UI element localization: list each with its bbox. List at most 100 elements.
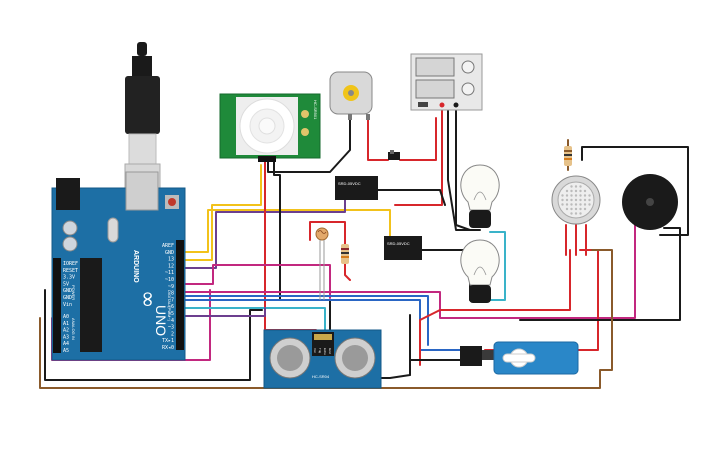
arduino-section-digital: DIGITAL (PWM~) — [167, 290, 172, 322]
wire-red-ldr[interactable] — [309, 221, 351, 281]
wire-black-main-gnd[interactable] — [273, 159, 331, 331]
arduino-brand: ARDUINO — [132, 250, 139, 283]
pin-label: A4 — [63, 341, 69, 347]
gas-mesh-dot — [574, 194, 578, 197]
wire-black-gas[interactable] — [581, 146, 689, 236]
pir-pot-1[interactable] — [301, 110, 309, 118]
pin-label: 13 — [168, 257, 174, 263]
slide-switch[interactable] — [388, 150, 400, 160]
arduino-board[interactable]: ∞ ARDUINO UNO DIGITAL (PWM~) POWER ANALO… — [51, 171, 186, 361]
supply-knob-2[interactable] — [461, 82, 475, 96]
pin-label: ~5 — [168, 311, 174, 317]
pir-sensor[interactable]: HC-SR501 — [219, 93, 321, 162]
servo-motor[interactable] — [460, 341, 579, 375]
relay-2[interactable]: SRD-05VDC — [384, 236, 422, 260]
power-supply[interactable] — [410, 53, 483, 111]
gas-mesh-dot — [588, 194, 591, 197]
pin-label: Vin — [63, 302, 72, 308]
resistor-gas[interactable] — [564, 146, 572, 166]
wire-red-supply[interactable] — [394, 107, 443, 206]
gas-mesh-dot — [570, 194, 573, 197]
ultrasonic-label: HC-SR04 — [312, 374, 330, 379]
gas-mesh-dot — [579, 212, 582, 215]
wire-black-right[interactable] — [455, 107, 471, 231]
gas-mesh-dot — [570, 207, 573, 211]
pin-label: 3.3V — [63, 275, 75, 281]
pin-label: ~11 — [165, 270, 174, 276]
pin-label: ~6 — [168, 304, 174, 310]
photoresistor[interactable] — [315, 227, 329, 300]
wire-black-pir-gnd[interactable] — [267, 117, 351, 173]
gas-mesh-dot — [588, 198, 591, 202]
usb-port — [125, 171, 159, 211]
pin-label: 8 — [171, 291, 174, 297]
servo-horn[interactable] — [502, 353, 536, 363]
gas-mesh-dot — [583, 207, 587, 211]
wire-red-switch[interactable] — [399, 117, 437, 161]
pin-label: ~3 — [168, 325, 174, 331]
supply-display-2 — [415, 79, 455, 99]
gas-mesh-dot — [565, 194, 569, 197]
wire-black-bottom[interactable] — [44, 289, 263, 381]
pin-label: 4 — [171, 318, 174, 324]
relay-1[interactable]: SRD-05VDC — [335, 176, 378, 200]
gas-mesh-dot — [570, 198, 573, 202]
wire-yellow-pir[interactable] — [182, 164, 262, 261]
pir-pot-2[interactable] — [301, 128, 309, 136]
wire-brown-bottom[interactable] — [39, 249, 613, 389]
pin-label: GND — [63, 288, 72, 294]
pir-label: HC-SR501 — [313, 100, 318, 120]
gas-mesh-dot — [583, 198, 587, 202]
wire-red-pir-vcc[interactable] — [264, 159, 317, 331]
pin-label: TX▸1 — [162, 338, 174, 344]
gas-mesh-dot — [570, 185, 573, 188]
gas-mesh-dot — [583, 194, 587, 197]
gas-mesh-dot — [570, 203, 573, 206]
ultrasonic-pin-label: Trig — [318, 348, 322, 353]
wire-blue-2[interactable] — [182, 295, 429, 346]
gas-mesh-dot — [574, 189, 578, 193]
gas-mesh-dot — [583, 203, 587, 206]
wire-cyan-bulb[interactable] — [489, 231, 506, 301]
gas-mesh-dot — [561, 194, 564, 197]
pin-label: ~9 — [168, 284, 174, 290]
pin-label: A1 — [63, 321, 69, 327]
gas-mesh-dot — [574, 203, 578, 206]
wire-purple-relay[interactable] — [182, 194, 346, 269]
wire-magenta-2[interactable] — [182, 264, 331, 299]
atmega-chip — [80, 258, 102, 352]
supply-knob-1[interactable] — [461, 60, 475, 74]
piezo-buzzer[interactable] — [622, 174, 678, 230]
arduino-section-analog: ANALOG IN — [71, 318, 76, 340]
wire-magenta-1[interactable] — [182, 214, 636, 319]
wire-red-right[interactable] — [419, 249, 571, 366]
wire-red-motor[interactable] — [367, 117, 389, 161]
pin-label: AREF — [162, 243, 174, 249]
gas-mesh-dot — [579, 189, 582, 193]
gas-mesh-dot — [574, 198, 578, 202]
pin-label: 7 — [171, 297, 174, 303]
resistor-ldr[interactable] — [341, 244, 349, 264]
gas-mesh-dot — [579, 198, 582, 202]
dc-motor[interactable] — [329, 71, 373, 120]
wire-purple-ultra[interactable] — [182, 307, 266, 317]
wire-yellow-relay[interactable] — [182, 209, 391, 253]
wire-cyan-2[interactable] — [182, 307, 326, 331]
light-bulb-2[interactable] — [460, 239, 500, 303]
pin-label: 5V — [63, 281, 69, 287]
wire-black-relay1[interactable] — [377, 189, 446, 206]
gas-mesh-dot — [565, 189, 569, 193]
gas-mesh-dot — [561, 198, 564, 202]
gas-mesh-dot — [579, 207, 582, 211]
gas-sensor[interactable] — [551, 175, 601, 225]
gas-mesh-dot — [588, 203, 591, 206]
wire-black-buzzer[interactable] — [519, 227, 681, 321]
light-bulb-1[interactable] — [460, 164, 500, 228]
arduino-logo: ∞ — [135, 290, 160, 308]
relay-1-label: SRD-05VDC — [338, 181, 361, 186]
